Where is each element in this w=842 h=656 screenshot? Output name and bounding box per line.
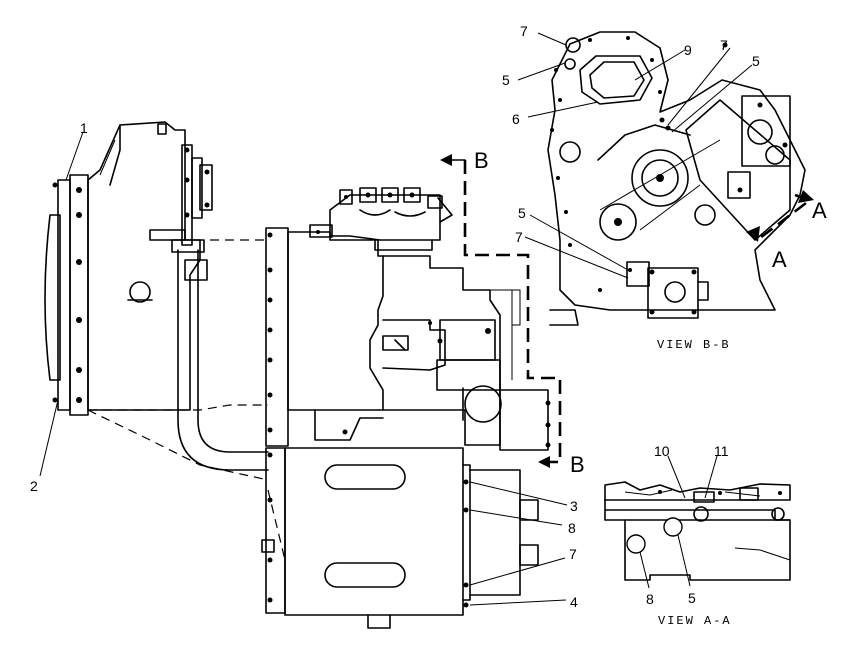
callout-labels: 1 2 3 8 7 4 7 5 9 7 5 6 5 7 10 11 8 5	[30, 23, 760, 610]
oil-tube	[171, 239, 269, 471]
callout-bb-5a: 5	[502, 72, 510, 88]
view-aa-title: VIEW A-A	[658, 614, 732, 628]
center-components	[382, 255, 551, 451]
callout-bb-5b: 5	[752, 53, 760, 69]
callout-bb-5c: 5	[518, 205, 526, 221]
callout-bb-7a: 7	[520, 23, 528, 39]
aa-leaders	[639, 455, 718, 589]
section-a-upper-letter: A	[812, 198, 827, 223]
callout-2: 2	[30, 478, 38, 494]
section-b-top-letter: B	[474, 148, 489, 173]
callout-bb-9: 9	[684, 42, 692, 58]
output-case	[261, 447, 539, 629]
bb-leaders	[517, 32, 753, 279]
callout-aa-11: 11	[714, 443, 729, 459]
section-b-bottom-letter: B	[570, 452, 585, 477]
end-cover	[44, 174, 89, 416]
section-letters: B B A A	[474, 148, 827, 477]
callout-aa-10: 10	[654, 443, 670, 459]
section-b-line	[440, 154, 562, 468]
callout-4: 4	[570, 594, 578, 610]
hidden-outline	[87, 239, 269, 481]
main-leaders	[39, 131, 568, 606]
view-aa-drawing	[604, 455, 791, 589]
callout-7: 7	[569, 546, 577, 562]
callout-3: 3	[570, 498, 578, 514]
transmission-case	[265, 187, 453, 447]
callout-1: 1	[80, 120, 88, 136]
view-titles: VIEW B-B VIEW A-A	[657, 338, 732, 628]
callout-bb-7b: 7	[720, 37, 728, 53]
section-a-line	[746, 190, 814, 242]
callout-bb-6: 6	[512, 111, 520, 127]
callout-bb-7c: 7	[515, 229, 523, 245]
callout-aa-5: 5	[688, 590, 696, 606]
converter-housing	[87, 121, 213, 411]
view-bb-title: VIEW B-B	[657, 338, 731, 352]
callout-8: 8	[568, 520, 576, 536]
view-bb-drawing	[517, 31, 814, 326]
section-a-lower-letter: A	[772, 247, 787, 272]
callout-aa-8: 8	[646, 591, 654, 607]
main-assembly	[39, 121, 568, 629]
